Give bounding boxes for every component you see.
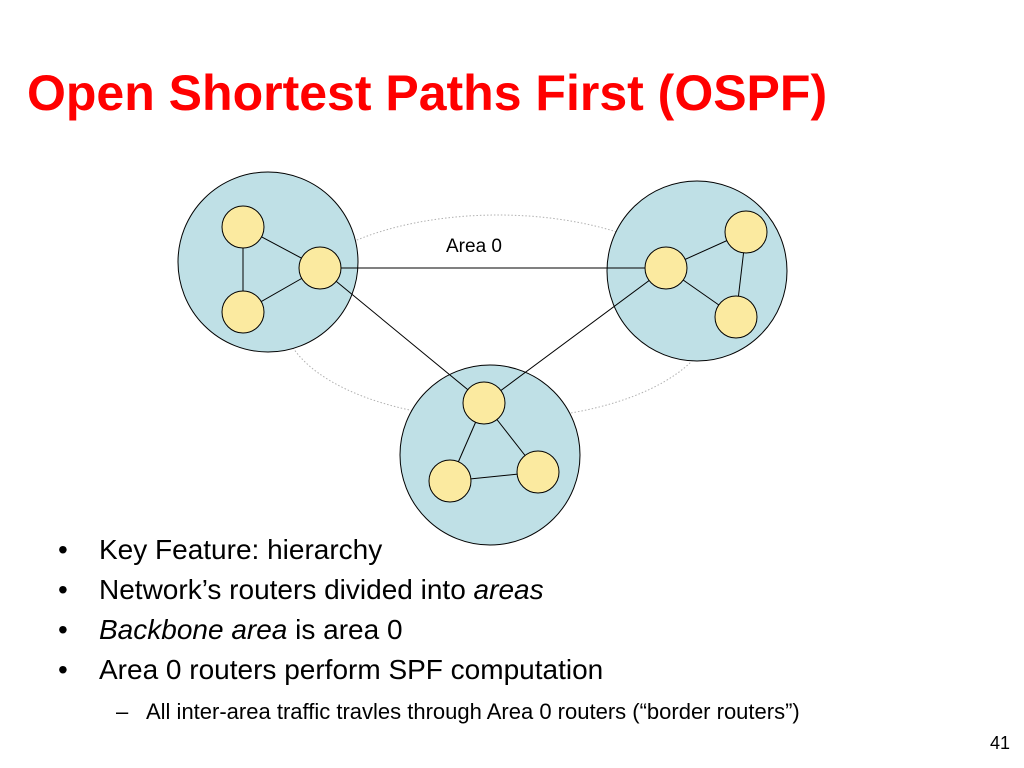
backbone-area-label: Area 0 (446, 236, 502, 257)
router-bottom-left (428, 459, 472, 503)
slide-title: Open Shortest Paths First (OSPF) (27, 65, 828, 121)
bullet-text: Area 0 routers perform SPF computation (99, 654, 604, 685)
sub-bullet-inter-area: All inter-area traffic travles through A… (110, 699, 910, 725)
backbone-link-right-bottom (483, 267, 667, 404)
bullet-spf: Area 0 routers perform SPF computation (52, 650, 952, 690)
backbone-link-left-bottom (319, 267, 485, 404)
router-left-bottom (221, 290, 265, 334)
router-right-top (724, 210, 768, 254)
bullet-list: Key Feature: hierarchy Network’s routers… (52, 530, 952, 690)
area-right (606, 180, 788, 362)
router-right-bottom (714, 295, 758, 339)
router-left-top (221, 205, 265, 249)
router-bottom-border (462, 381, 506, 425)
router-left-border (298, 246, 342, 290)
bullet-text: is area 0 (287, 614, 403, 645)
bullet-areas: Network’s routers divided into areas (52, 570, 952, 610)
page-number: 41 (989, 733, 1010, 753)
bullet-text: Key Feature: hierarchy (99, 534, 383, 565)
bullet-emphasis: areas (473, 574, 544, 605)
router-bottom-right (516, 450, 560, 494)
bullet-emphasis: Backbone area (99, 614, 288, 645)
routers (221, 205, 768, 503)
bullet-key-feature: Key Feature: hierarchy (52, 530, 952, 570)
bullet-backbone: Backbone area is area 0 (52, 610, 952, 650)
bullet-text: Network’s routers divided into (99, 574, 474, 605)
router-right-border (644, 246, 688, 290)
sub-bullet-text: All inter-area traffic travles through A… (146, 699, 800, 724)
sub-bullet-list: All inter-area traffic travles through A… (110, 699, 910, 725)
